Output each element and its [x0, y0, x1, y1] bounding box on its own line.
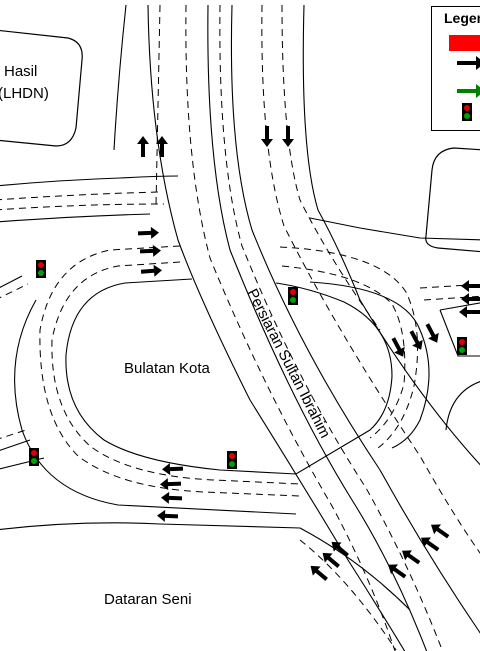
label-street: Persiaran Sultan Ibrahim — [243, 286, 333, 441]
label-building-top: Hasil — [4, 63, 37, 80]
direction-arrow-icon — [140, 264, 162, 277]
traffic-light-icon — [462, 103, 472, 121]
traffic-light-icon — [457, 337, 467, 355]
green-arrow-head-icon — [476, 84, 480, 98]
black-arrow-head-icon — [476, 56, 480, 70]
label-area-bottom: Dataran Seni — [104, 591, 192, 608]
building-right — [425, 147, 480, 253]
direction-arrow-icon — [282, 126, 294, 147]
main-road-left-edge — [147, 4, 406, 651]
roundabout-island — [65, 278, 393, 475]
direction-arrow-icon — [459, 306, 480, 318]
red-rectangle-icon — [449, 35, 480, 51]
traffic-light-icon — [36, 260, 46, 278]
legend-box: Legend — [431, 6, 480, 131]
direction-arrow-icon — [425, 323, 439, 343]
building-lhdn — [0, 29, 83, 147]
traffic-light-icon — [288, 287, 298, 305]
green-arrow-icon — [457, 89, 479, 93]
label-roundabout: Bulatan Kota — [124, 360, 211, 377]
main-road-right-edge — [302, 4, 480, 466]
direction-arrow-icon — [387, 564, 407, 579]
direction-arrow-icon — [156, 136, 168, 157]
traffic-lights — [29, 260, 467, 469]
label-building-top-sub: (LHDN) — [0, 85, 49, 102]
direction-arrow-icon — [409, 330, 423, 350]
direction-arrow-icon — [160, 478, 182, 491]
direction-arrow-icon — [137, 136, 149, 157]
direction-arrow-icon — [430, 524, 450, 539]
direction-arrow-icon — [161, 491, 183, 504]
direction-arrow-icon — [162, 463, 184, 476]
direction-arrow-icon — [461, 293, 480, 305]
direction-arrow-icon — [420, 537, 440, 552]
roundabout-outer-edge — [14, 299, 297, 515]
traffic-light-icon — [29, 448, 39, 466]
direction-arrow-icon — [157, 509, 179, 522]
legend-title: Legend — [444, 10, 480, 26]
direction-arrow-icon — [322, 552, 340, 568]
black-arrow-icon — [457, 61, 479, 65]
traffic-arrows — [137, 126, 480, 581]
traffic-light-icon — [227, 451, 237, 469]
direction-arrow-icon — [310, 565, 328, 581]
direction-arrow-icon — [261, 126, 273, 147]
direction-arrow-icon — [137, 226, 159, 239]
direction-arrow-icon — [461, 280, 480, 292]
direction-arrow-icon — [391, 337, 405, 357]
direction-arrow-icon — [139, 244, 161, 257]
direction-arrow-icon — [401, 550, 421, 565]
direction-arrow-icon — [331, 541, 349, 557]
